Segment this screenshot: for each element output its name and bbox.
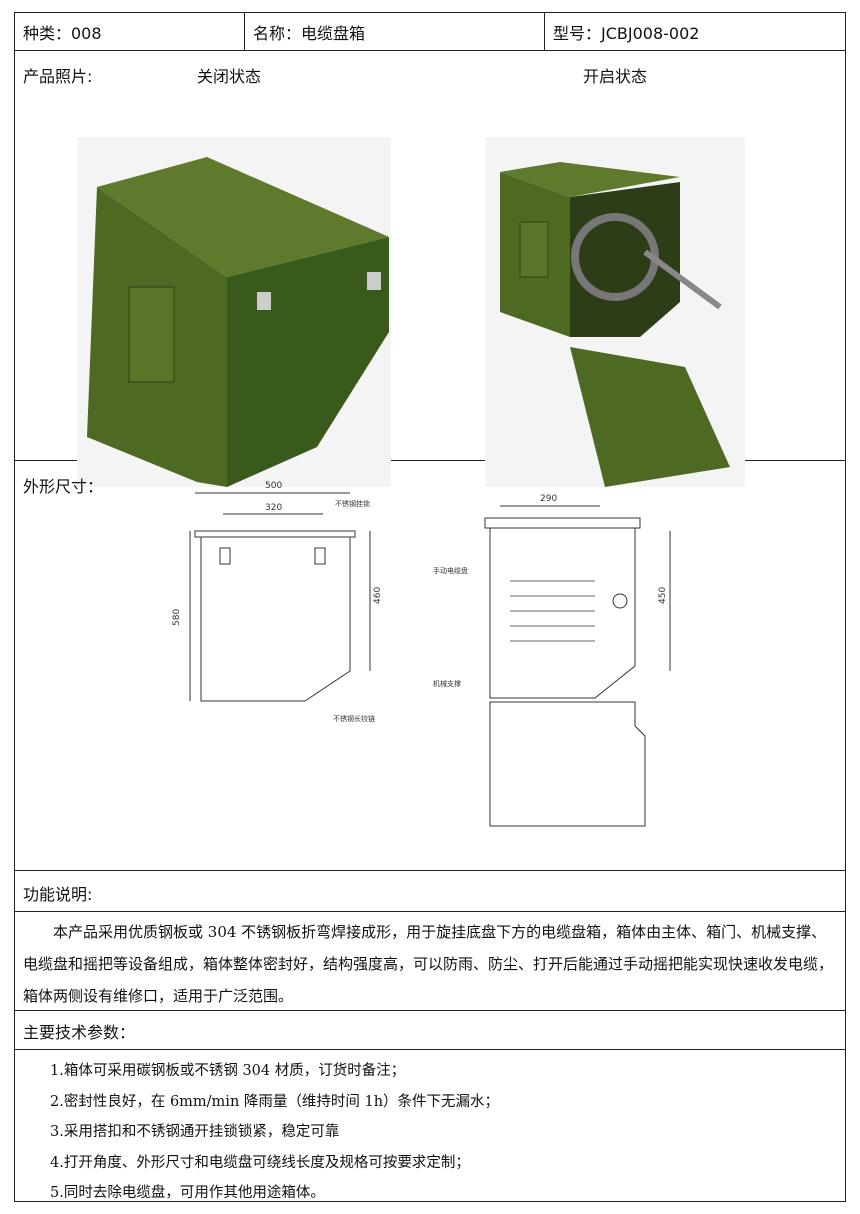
spec-sheet: 种类：008 名称：电缆盘箱 型号：JCBJ008-002 产品照片: 关闭状态…	[14, 12, 846, 1202]
dim-inner-height: 450	[658, 587, 668, 604]
photo-section: 产品照片: 关闭状态 开启状态	[15, 51, 845, 487]
param-item: 5.同时去除电缆盘，可用作其他用途箱体。	[50, 1185, 325, 1201]
closed-state-label: 关闭状态	[197, 67, 262, 86]
params-label: 主要技术参数：	[23, 1023, 136, 1042]
category-cell: 种类：008	[15, 13, 245, 50]
dim-lock-spacing: 320	[265, 503, 282, 513]
dimensions-label: 外形尺寸：	[23, 477, 104, 496]
callout-lock: 不锈钢挂锁	[335, 499, 370, 508]
dimensions-section: 外形尺寸： 500 320 580 460 不锈钢挂锁 不锈钢长铰链 290 4…	[15, 461, 845, 871]
closed-box-image	[77, 137, 391, 487]
model-cell: 型号：JCBJ008-002	[553, 23, 700, 43]
param-item: 3.采用搭扣和不锈钢通开挂锁锁紧，稳定可靠	[50, 1124, 340, 1140]
params-section: 主要技术参数： 1.箱体可采用碳钢板或不锈钢 304 材质，订货时备注； 2.密…	[15, 1011, 845, 1201]
dim-reel-width: 290	[540, 494, 557, 504]
dimension-drawing: 500 320 580 460 不锈钢挂锁 不锈钢长铰链 290 450 手动电…	[172, 481, 671, 827]
header-row: 种类：008 名称：电缆盘箱 型号：JCBJ008-002	[15, 13, 845, 51]
callout-reel: 手动电缆盘	[433, 566, 468, 575]
name-cell: 名称：电缆盘箱	[245, 13, 545, 50]
callout-support: 机械支撑	[433, 679, 461, 688]
param-item: 1.箱体可采用碳钢板或不锈钢 304 材质，订货时备注；	[50, 1063, 406, 1079]
callout-hinge: 不锈钢长铰链	[333, 714, 375, 723]
function-label: 功能说明:	[23, 885, 93, 904]
open-state-label: 开启状态	[583, 67, 648, 86]
dim-height: 580	[172, 609, 182, 626]
function-section: 功能说明: 本产品采用优质钢板或 304 不锈钢板折弯焊接成形，用于旋挂底盘下方…	[15, 871, 845, 1011]
param-item: 4.打开角度、外形尺寸和电缆盘可绕线长度及规格可按要求定制；	[50, 1154, 470, 1171]
open-box-image	[485, 137, 745, 487]
dim-side-height: 460	[373, 587, 383, 604]
photo-label: 产品照片:	[23, 67, 93, 86]
function-text: 本产品采用优质钢板或 304 不锈钢板折弯焊接成形，用于旋挂底盘下方的电缆盘箱，…	[23, 923, 834, 1005]
dim-width: 500	[265, 481, 282, 491]
param-item: 2.密封性良好，在 6mm/min 降雨量（维持时间 1h）条件下无漏水；	[50, 1093, 500, 1110]
